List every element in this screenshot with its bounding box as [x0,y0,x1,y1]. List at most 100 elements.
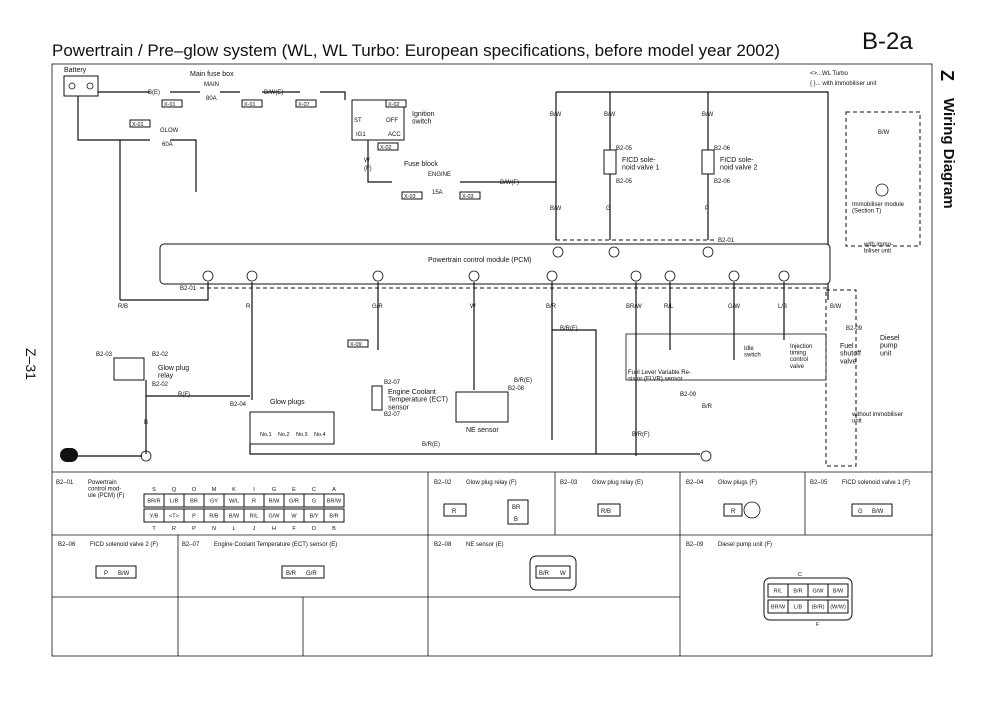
svg-text:B/W(E): B/W(E) [264,90,283,96]
svg-text:L/B: L/B [778,304,787,310]
legend-turbo: <>...WL Turbo [810,71,848,77]
svg-text:B2-03: B2-03 [96,352,113,358]
table-b2-03: B2–03 Glow plug relay (E) R/B [560,480,643,517]
svg-text:X-02: X-02 [388,102,400,108]
svg-text:B(E): B(E) [148,90,160,96]
pcm-pin-bottom-label: R/B [209,514,219,520]
svg-text:No.3: No.3 [296,432,308,438]
svg-text:ACC: ACC [388,132,401,138]
svg-text:F: F [816,622,820,628]
svg-text:X-09: X-09 [350,342,362,348]
svg-text:R: R [452,509,457,515]
table-b2-07: B2–07 Engine Coolant Temperature (ECT) s… [182,542,337,579]
svg-text:B/W: B/W [118,571,130,577]
svg-text:Immobiliser module(Section T): Immobiliser module(Section T) [852,202,905,215]
svg-text:B2–07: B2–07 [182,542,200,548]
pcm-letter-bottom: P [192,526,196,532]
ground-icon [60,448,78,462]
svg-text:G: G [858,509,863,515]
pcm-pin-top-label: GY [210,499,218,505]
svg-text:B2–01: B2–01 [56,480,74,486]
svg-text:Engine Coolant Temperature (EC: Engine Coolant Temperature (ECT) sensor … [214,542,337,548]
svg-text:B/W: B/W [872,509,884,515]
battery-label: Battery [64,67,87,74]
svg-text:FICD solenoid valve 1 (F): FICD solenoid valve 1 (F) [842,480,910,486]
svg-text:B/R: B/R [286,571,297,577]
svg-text:P: P [104,571,108,577]
main-fuse-box-label: Main fuse box [190,71,234,78]
svg-text:G/R: G/R [372,304,383,310]
svg-text:Glow plug relay (F): Glow plug relay (F) [466,480,517,486]
svg-text:R/B: R/B [601,509,611,515]
svg-text:B2-02: B2-02 [152,382,169,388]
svg-text:R/L: R/L [664,304,674,310]
svg-text:B/W: B/W [550,206,562,212]
legend-immobiliser: { }... with immobiliser unit [810,81,877,87]
dp-pin-bottom-label: (B/R) [812,605,825,611]
ne-sensor: B2-08 NE sensor [455,386,525,434]
pcm-pin-bottom-label: G/W [269,514,281,520]
svg-text:G/R: G/R [306,571,317,577]
table-b2-06: B2–06 FICD solenoid valve 2 (F) P B/W [58,542,158,579]
svg-text:R(F): R(F) [178,392,190,398]
dp-pin-top [827,583,849,598]
pcm-pin-top-label: L/B [170,499,179,505]
pcm-pin-top-label: G [312,499,316,505]
svg-text:OFF: OFF [386,118,398,124]
svg-text:B: B [514,517,518,523]
svg-text:B2-06: B2-06 [714,146,731,152]
pcm-letter-top: S [152,487,156,493]
ficd-valve-2: B2-06 FICD sole-noid valve 2 B2-06 [701,146,757,185]
pcm-pin-bottom-label: R/L [250,514,259,520]
pcm-letter-bottom: R [172,526,176,532]
svg-text:X-03: X-03 [404,194,416,200]
svg-text:No.2: No.2 [278,432,290,438]
svg-text:B2-07: B2-07 [384,412,401,418]
svg-text:X-07: X-07 [298,102,310,108]
dp-pin-top-label: R/L [774,589,783,595]
svg-text:B/W: B/W [830,304,842,310]
pcm-letter-top: Q [172,487,177,493]
pcm-letter-top: C [312,487,316,493]
svg-text:Diesel pump unit (F): Diesel pump unit (F) [718,542,772,548]
diagram-frame [51,63,933,657]
pcm-letter-top: M [212,487,217,493]
svg-text:NE sensor: NE sensor [466,427,499,434]
ficd-valve-1: B2-05 FICD sole-noid valve 1 B2-05 [603,146,659,185]
pcm-pin-top-label: BR [190,499,198,505]
svg-text:B2-01: B2-01 [718,238,735,244]
svg-text:B2–09: B2–09 [686,542,704,548]
svg-text:W: W [470,304,476,310]
pcm-letter-top: E [292,487,296,493]
svg-text:Powertrain control module (PCM: Powertrain control module (PCM) [428,257,531,264]
svg-text:G/W: G/W [728,304,740,310]
battery: Battery [63,67,99,97]
immobiliser-region [845,111,921,247]
svg-text:FICD sole-noid valve 2: FICD sole-noid valve 2 [720,157,757,172]
svg-text:NE sensor (E): NE sensor (E) [466,542,504,548]
pcm-pin-bottom-label: W [291,514,297,520]
svg-text:BR/W: BR/W [626,304,642,310]
pcm-pin-bottom [323,508,345,523]
pcm-letter-bottom: L [232,526,235,532]
svg-text:IG1: IG1 [356,132,366,138]
svg-text:B2-06: B2-06 [714,179,731,185]
svg-text:B2-05: B2-05 [616,146,633,152]
svg-text:B/R: B/R [546,304,557,310]
page-title: Powertrain / Pre–glow system (WL, WL Tur… [52,41,780,60]
svg-text:B2–08: B2–08 [434,542,452,548]
svg-text:B2-05: B2-05 [616,179,633,185]
pcm-pin-bottom-label: B/R [329,514,338,520]
svg-text:R: R [731,509,736,515]
